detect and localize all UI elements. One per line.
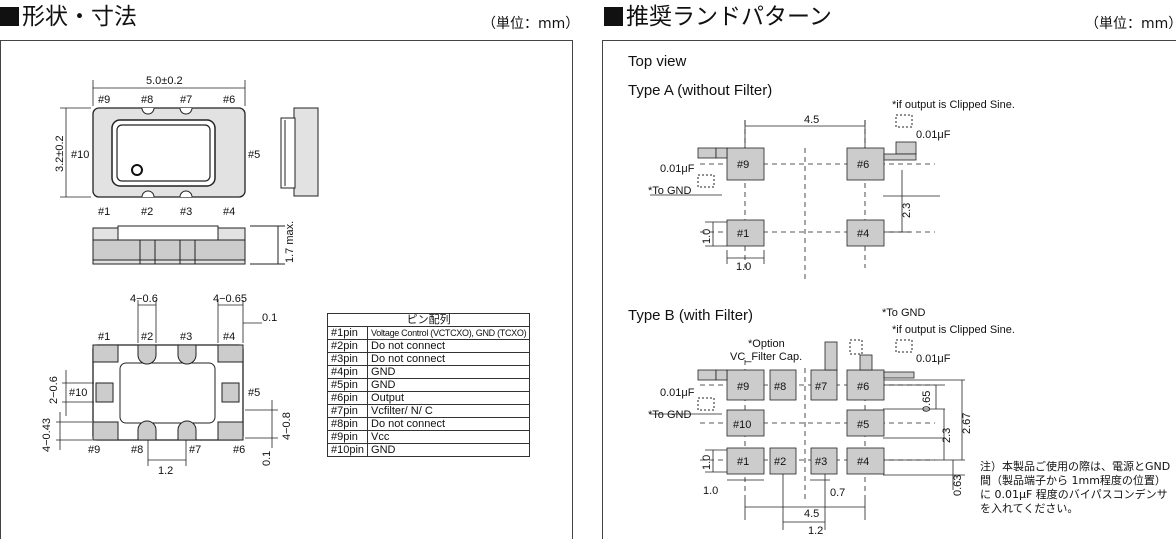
pin-label-4: #4 — [223, 206, 235, 218]
left-title-text: 形状・寸法 — [22, 4, 137, 30]
pin-cell: #8pin — [326, 417, 369, 431]
function-cell: GND — [367, 365, 531, 379]
pin-cell: #10pin — [326, 443, 369, 457]
dim-height: 3.2±0.2 — [54, 135, 66, 172]
function-cell: Voltage Control (VCTCXO), GND (TCXO) — [367, 326, 531, 340]
pin-cell: #9pin — [326, 430, 369, 444]
bottom-pin-label-3: #3 — [180, 331, 192, 343]
pin-label-9: #9 — [98, 94, 110, 106]
bypass-capacitor-note: 注）本製品ご使用の際は、電源とGND 間（製品端子から 1mm程度の位置）に 0… — [980, 460, 1171, 515]
bottom-pin-label-2: #2 — [141, 331, 153, 343]
right-title-text: 推奨ランドパターン — [626, 4, 832, 30]
bottom-pin-label-4: #4 — [223, 331, 235, 343]
left-panel — [0, 40, 573, 539]
bottom-pin-label-9: #9 — [88, 444, 100, 456]
pin-cell: #5pin — [326, 378, 369, 392]
right-section-title: 推奨ランドパターン — [604, 2, 832, 32]
pin-cell: #1pin — [326, 326, 369, 340]
dim-4-043: 4−0.43 — [41, 418, 53, 452]
package-top-view — [92, 107, 246, 198]
square-bullet-icon — [604, 7, 623, 26]
right-unit-label: （単位：mm） — [1085, 16, 1176, 32]
function-cell: Do not connect — [367, 339, 531, 353]
dim-4-08: 4−0.8 — [281, 412, 293, 440]
dim-gap-bottom: 0.1 — [261, 451, 273, 466]
bottom-pin-label-8: #8 — [131, 444, 143, 456]
dim-pad-width: 4−0.6 — [130, 293, 158, 305]
pin-label-2: #2 — [141, 206, 153, 218]
dim-pad-width-2: 4−0.65 — [213, 293, 247, 305]
function-cell: GND — [367, 443, 531, 457]
bottom-pin-label-7: #7 — [189, 444, 201, 456]
dim-1-2: 1.2 — [158, 465, 173, 477]
pin-label-3: #3 — [180, 206, 192, 218]
pin-table-header: ピン配列 — [326, 313, 531, 327]
right-panel — [602, 40, 1176, 539]
function-cell: Do not connect — [367, 417, 531, 431]
function-cell: Vcc — [367, 430, 531, 444]
pin-label-6: #6 — [223, 94, 235, 106]
left-unit-label: （単位：mm） — [482, 16, 580, 32]
pin-label-5: #5 — [248, 149, 260, 161]
function-cell: GND — [367, 378, 531, 392]
bottom-pin-label-6: #6 — [233, 444, 245, 456]
pin-cell: #4pin — [326, 365, 369, 379]
function-cell: Do not connect — [367, 352, 531, 366]
function-cell: Output — [367, 391, 531, 405]
bottom-pin-label-1: #1 — [98, 331, 110, 343]
left-section-title: 形状・寸法 — [0, 2, 137, 32]
dim-max-height: 1.7 max. — [284, 221, 296, 263]
pin-label-1: #1 — [98, 206, 110, 218]
pin-label-8: #8 — [141, 94, 153, 106]
package-front-view — [92, 225, 285, 265]
package-bottom-view — [92, 344, 244, 441]
pin-label-10: #10 — [71, 149, 89, 161]
square-bullet-icon — [0, 7, 19, 26]
pin-cell: #6pin — [326, 391, 369, 405]
bottom-pin-label-10: #10 — [69, 387, 87, 399]
pin-label-7: #7 — [180, 94, 192, 106]
pin-cell: #2pin — [326, 339, 369, 353]
package-side-view — [280, 107, 319, 197]
dim-gap-top: 0.1 — [262, 312, 277, 324]
package-dimension-drawing: #9 #8 #7 #6 #10 #5 #1 #2 #3 #4 5.0±0.2 3… — [41, 75, 319, 477]
bottom-pin-label-5: #5 — [248, 387, 260, 399]
function-cell: Vcfilter/ N/ C — [367, 404, 531, 418]
dim-width: 5.0±0.2 — [146, 75, 183, 87]
pin-cell: #7pin — [326, 404, 369, 418]
pin-cell: #3pin — [326, 352, 369, 366]
dim-2-06: 2−0.6 — [48, 376, 60, 404]
